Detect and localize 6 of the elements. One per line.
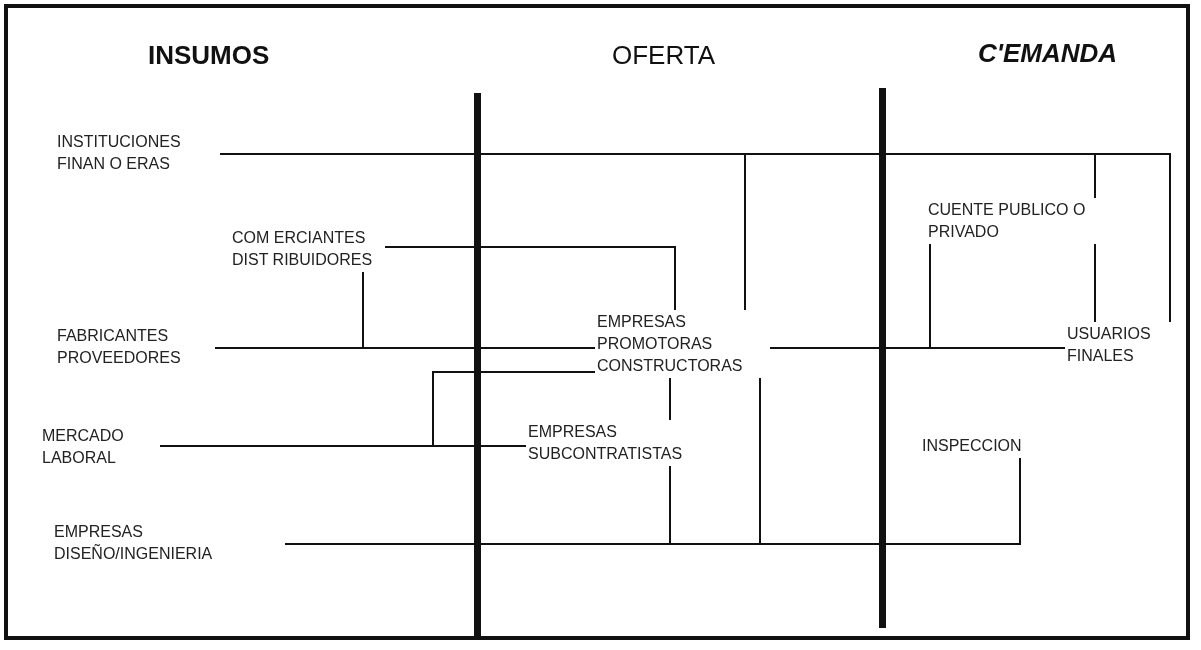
- connector-line: [1094, 243, 1096, 323]
- column-heading: OFERTA: [612, 40, 716, 71]
- connector-line: [669, 377, 671, 421]
- column-heading: C'EMANDA: [978, 38, 1118, 69]
- column-heading: INSUMOS: [148, 40, 270, 71]
- connector-line: [384, 246, 676, 311]
